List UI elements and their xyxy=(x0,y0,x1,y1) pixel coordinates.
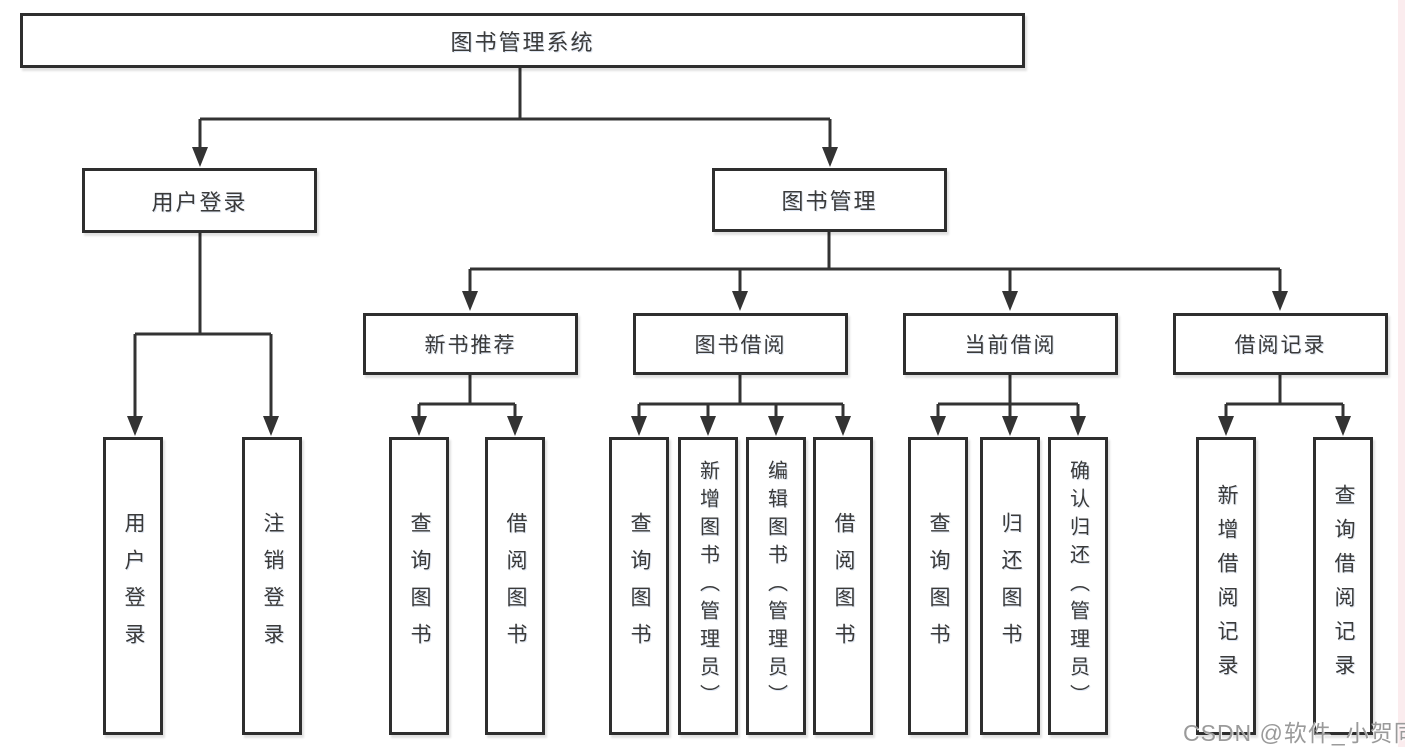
node-leaf-recommend-query-books: 查询图书 xyxy=(389,437,449,735)
node-leaf-new-borrow-record: 新增借阅记录 xyxy=(1196,437,1256,735)
node-borrowing-records: 借阅记录 xyxy=(1173,313,1388,375)
node-book-management-branch: 图书管理 xyxy=(712,168,947,232)
edge-login-split xyxy=(133,233,273,419)
node-book-borrowing: 图书借阅 xyxy=(633,313,848,375)
node-leaf-recommend-borrow-books: 借阅图书 xyxy=(485,437,545,735)
node-root-system: 图书管理系统 xyxy=(20,13,1025,68)
csdn-watermark: CSDN @软件_小贺同学 xyxy=(1183,720,1405,746)
right-edge-strip xyxy=(1398,0,1405,747)
node-leaf-borrow-query-books: 查询图书 xyxy=(609,437,669,735)
node-leaf-query-borrow-record: 查询借阅记录 xyxy=(1313,437,1373,735)
node-leaf-return-books: 归还图书 xyxy=(980,437,1040,735)
edge-borrow-split xyxy=(637,375,845,419)
node-leaf-edit-books-admin: 编辑图书（管理员） xyxy=(746,437,806,735)
edge-root-split xyxy=(198,68,832,150)
node-leaf-add-books-admin: 新增图书（管理员） xyxy=(678,437,738,735)
edge-records-split xyxy=(1224,375,1345,419)
node-leaf-current-query-books: 查询图书 xyxy=(908,437,968,735)
edge-mgmt-split xyxy=(468,232,1282,294)
node-new-book-recommend: 新书推荐 xyxy=(363,313,578,375)
node-current-borrowing: 当前借阅 xyxy=(903,313,1118,375)
edge-recommend-split xyxy=(417,375,517,419)
node-user-login-branch: 用户登录 xyxy=(82,168,317,233)
node-leaf-user-login: 用户登录 xyxy=(103,437,163,735)
node-leaf-confirm-return-admin: 确认归还（管理员） xyxy=(1048,437,1108,735)
node-leaf-borrow-books: 借阅图书 xyxy=(813,437,873,735)
edge-current-split xyxy=(936,375,1080,419)
node-leaf-logout: 注销登录 xyxy=(242,437,302,735)
arrowheads xyxy=(127,147,1351,436)
